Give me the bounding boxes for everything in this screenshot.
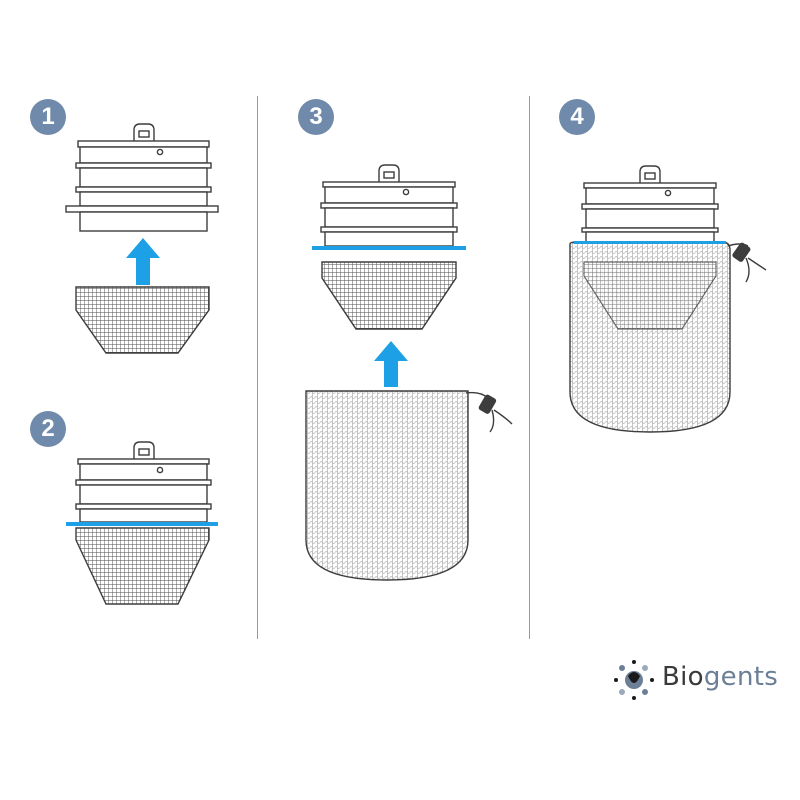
step-4-blue-ring (574, 241, 726, 244)
brand-name: Biogents (662, 662, 778, 692)
biogents-logo-icon (614, 660, 654, 700)
step-3-mesh-bag (305, 390, 469, 581)
column-divider-right (529, 96, 530, 639)
step-badge-3: 3 (298, 99, 334, 135)
step-3-group (305, 164, 513, 581)
step-badge-2: 2 (30, 411, 66, 447)
step-3-drawstring-toggle-icon (465, 391, 513, 433)
step-badge-4: 4 (559, 99, 595, 135)
step-1-trap-housing (65, 123, 219, 232)
step-4-mesh-funnel (583, 261, 717, 330)
step-2-trap-housing (75, 441, 212, 523)
step-4-group (569, 165, 767, 433)
step-2-blue-ring (66, 522, 218, 526)
step-4-trap-housing (581, 165, 719, 243)
step-3-mesh-funnel (321, 261, 457, 330)
step-1-group (65, 123, 219, 354)
step-3-trap-housing (320, 164, 458, 247)
brand-name-part2: gents (703, 662, 779, 692)
column-divider-left (257, 96, 258, 639)
step-3-up-arrow-icon (374, 341, 408, 387)
step-2-mesh-funnel (75, 527, 210, 605)
brand-name-part1: Bio (662, 662, 704, 692)
step-2-group (66, 441, 218, 605)
step-badge-1: 1 (30, 99, 66, 135)
step-1-up-arrow-icon (126, 238, 160, 285)
step-3-blue-ring (312, 246, 466, 250)
step-1-mesh-funnel (75, 286, 210, 354)
step-4-drawstring-toggle-icon (727, 242, 767, 283)
